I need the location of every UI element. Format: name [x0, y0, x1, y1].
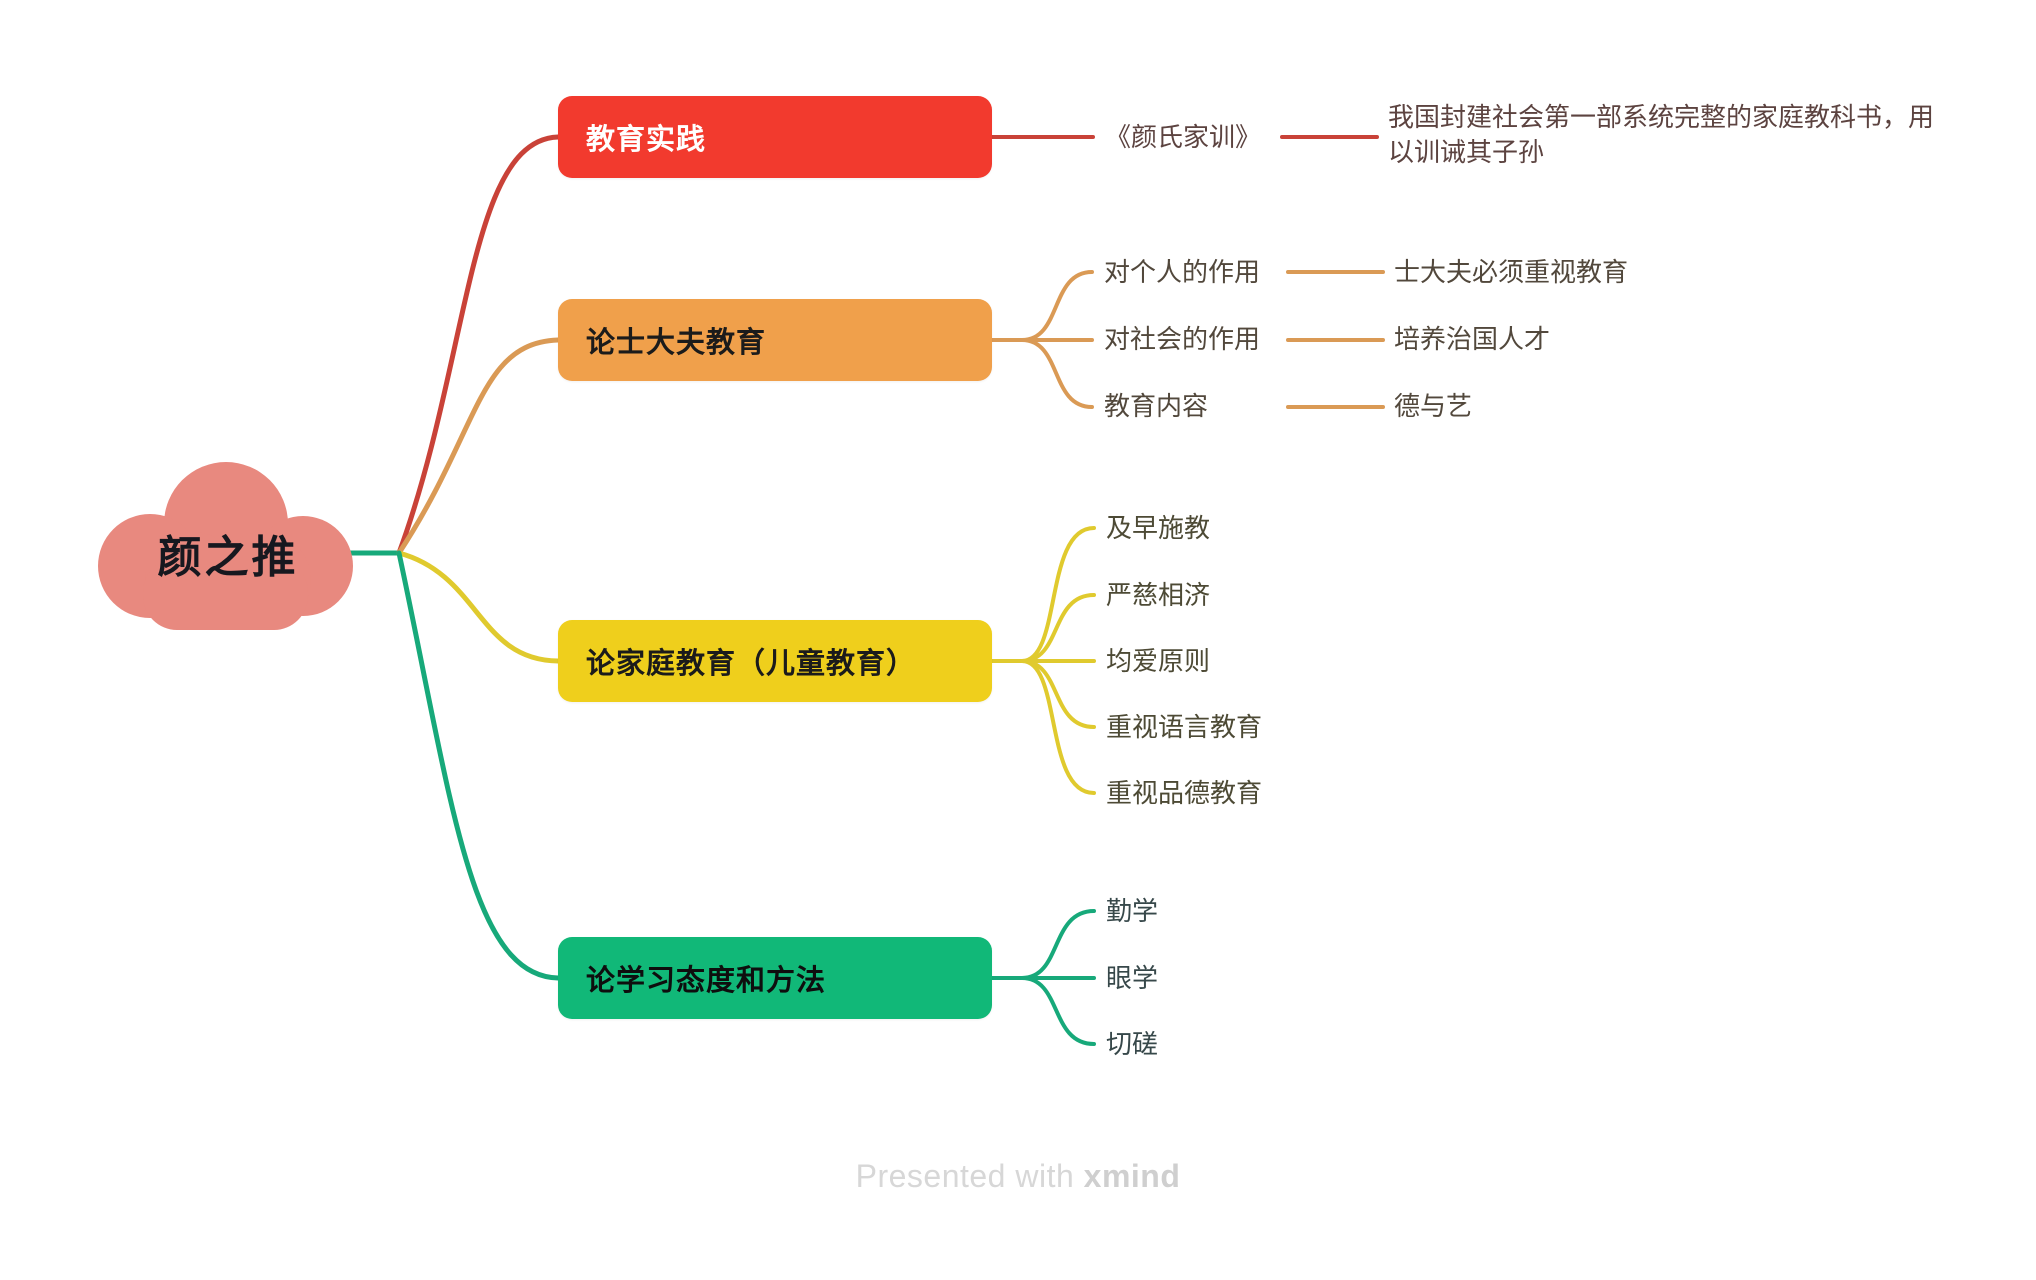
watermark-prefix: Presented with	[855, 1158, 1084, 1194]
edge-b3-to-sub4	[1020, 659, 1096, 729]
edge-root-to-branch-4	[396, 550, 561, 981]
edge-b3-to-sub1	[1020, 526, 1096, 663]
edge-b2-to-sub1	[1020, 270, 1094, 342]
subtopic-label: 均爱原则	[1106, 646, 1211, 676]
subtopic-yanshi-jiaxun[interactable]: 《颜氏家训》	[1105, 120, 1261, 155]
root-label: 颜之推	[157, 533, 299, 582]
edge-root-to-branch-3	[396, 550, 561, 664]
subtopic-yanshi-jiaxun-detail[interactable]: 我国封建社会第一部系统完整的家庭教科书，用以训诫其子孙	[1388, 100, 1943, 170]
subtopic-label: 勤学	[1106, 896, 1159, 926]
subtopic-moral-education[interactable]: 重视品德教育	[1106, 776, 1262, 811]
subtopic-label: 我国封建社会第一部系统完整的家庭教科书，用以训诫其子孙	[1388, 102, 1935, 168]
topic-scholar-official-education[interactable]: 论士大夫教育	[558, 299, 992, 381]
subtopic-label: 对社会的作用	[1104, 324, 1261, 354]
subtopic-label: 培养治国人才	[1394, 324, 1551, 354]
edge-b3-to-sub2	[1020, 593, 1096, 663]
subtopic-role-for-society[interactable]: 对社会的作用	[1104, 322, 1260, 357]
subtopic-label: 严慈相济	[1106, 580, 1211, 610]
edge-b4-to-sub1	[1020, 909, 1096, 980]
subtopic-mutual-discussion[interactable]: 切磋	[1106, 1027, 1158, 1062]
subtopic-education-content-detail[interactable]: 德与艺	[1394, 389, 1472, 424]
subtopic-label: 士大夫必须重视教育	[1394, 257, 1629, 287]
subtopic-label: 德与艺	[1394, 391, 1473, 421]
cloud-shape	[98, 462, 353, 630]
topic-label: 论家庭教育（儿童教育）	[586, 648, 917, 680]
root-node[interactable]: 颜之推	[88, 462, 368, 630]
topic-label: 论士大夫教育	[586, 327, 767, 359]
edge-b4-to-sub3	[1020, 976, 1096, 1046]
subtopic-eye-study[interactable]: 眼学	[1106, 961, 1158, 996]
edge-root-to-branch-2	[396, 337, 561, 556]
subtopic-label: 重视语言教育	[1106, 712, 1263, 742]
topic-education-practice[interactable]: 教育实践	[558, 96, 992, 178]
subtopic-role-for-society-detail[interactable]: 培养治国人才	[1394, 322, 1550, 357]
edge-b3-to-sub5	[1020, 659, 1096, 795]
subtopic-label: 教育内容	[1104, 391, 1209, 421]
topic-learning-attitude-method[interactable]: 论学习态度和方法	[558, 937, 992, 1019]
subtopic-education-content[interactable]: 教育内容	[1104, 389, 1208, 424]
subtopic-label: 重视品德教育	[1106, 778, 1263, 808]
edge-b2-to-sub3	[1020, 338, 1094, 409]
topic-label: 论学习态度和方法	[586, 965, 827, 997]
subtopic-language-education[interactable]: 重视语言教育	[1106, 710, 1262, 745]
subtopic-early-teaching[interactable]: 及早施教	[1106, 511, 1210, 546]
subtopic-diligent-study[interactable]: 勤学	[1106, 894, 1158, 929]
topic-label: 教育实践	[586, 124, 707, 156]
subtopic-label: 《颜氏家训》	[1105, 122, 1262, 152]
subtopic-role-for-individual-detail[interactable]: 士大夫必须重视教育	[1394, 255, 1628, 290]
subtopic-role-for-individual[interactable]: 对个人的作用	[1104, 255, 1260, 290]
subtopic-label: 及早施教	[1106, 513, 1211, 543]
edge-root-to-branch-1	[396, 134, 561, 556]
subtopic-strict-and-kind[interactable]: 严慈相济	[1106, 578, 1210, 613]
subtopic-equal-love-principle[interactable]: 均爱原则	[1106, 644, 1210, 679]
watermark-brand: xmind	[1083, 1158, 1181, 1194]
subtopic-label: 对个人的作用	[1104, 257, 1261, 287]
topic-family-education[interactable]: 论家庭教育（儿童教育）	[558, 620, 992, 702]
subtopic-label: 眼学	[1106, 963, 1159, 993]
xmind-watermark: Presented with xmind	[0, 1158, 2036, 1195]
subtopic-label: 切磋	[1106, 1029, 1159, 1059]
